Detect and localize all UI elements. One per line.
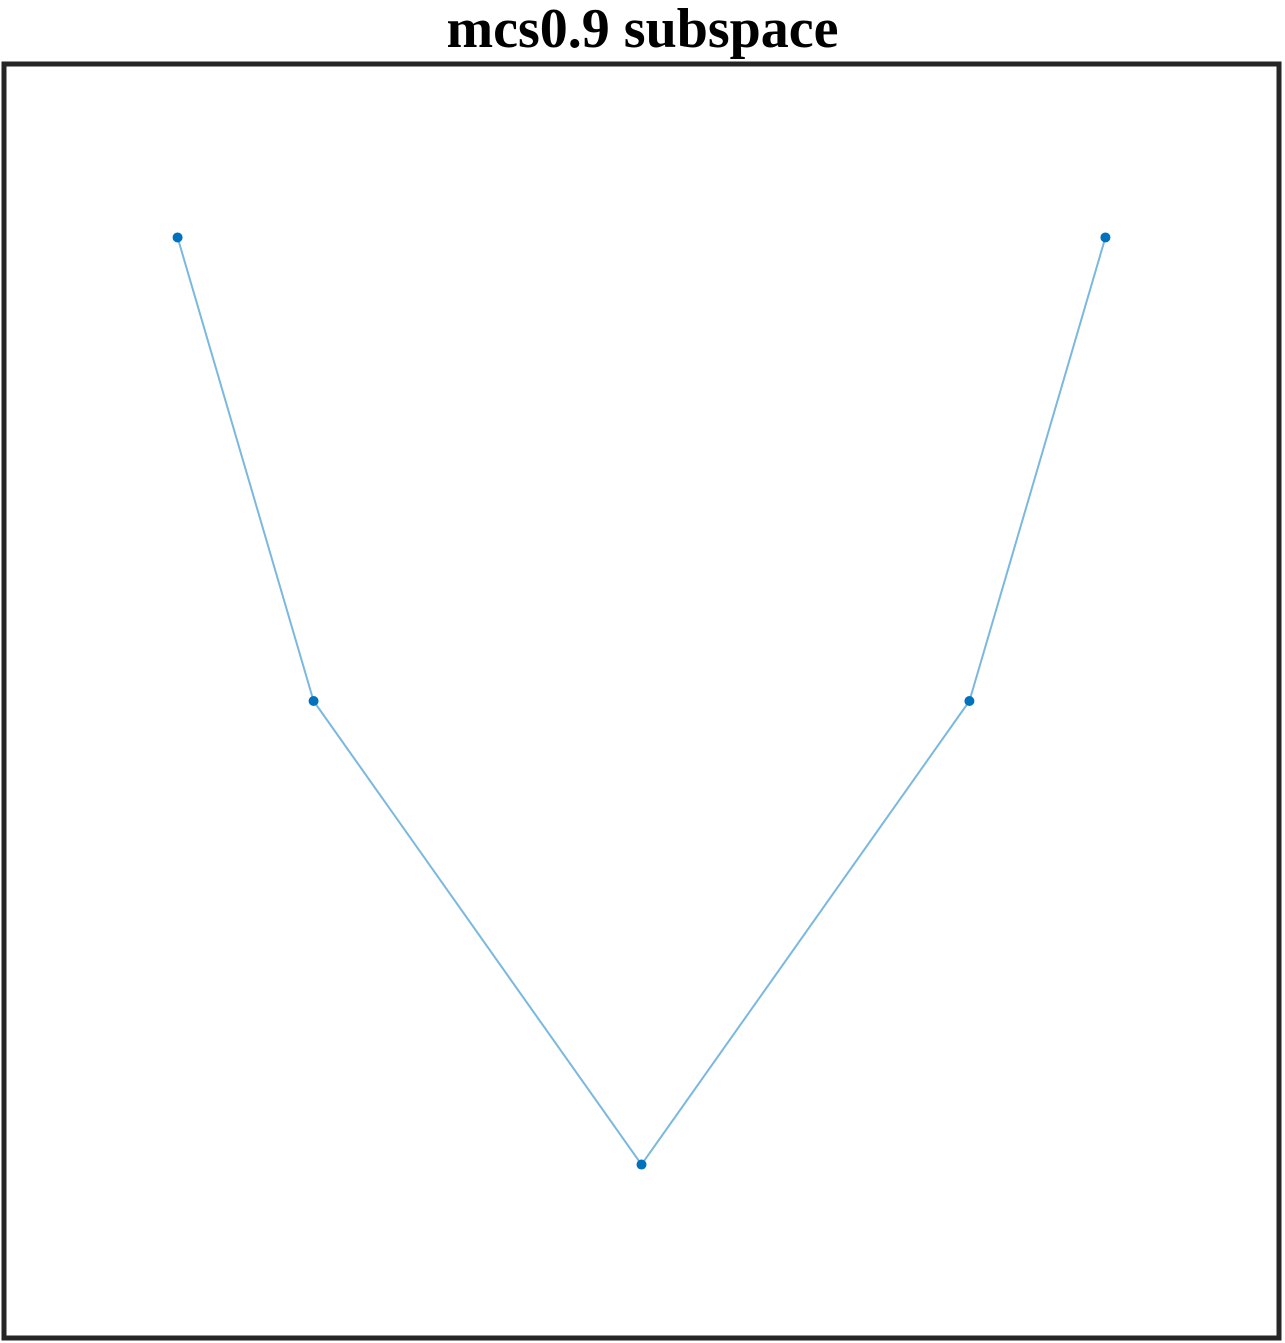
node-n2 bbox=[308, 696, 319, 706]
node-n4 bbox=[964, 696, 975, 706]
node-n3 bbox=[636, 1159, 647, 1170]
edges-layer bbox=[176, 237, 1107, 1166]
edge-n1-n2 bbox=[176, 237, 315, 702]
node-n1 bbox=[172, 232, 183, 243]
edge-n2-n3 bbox=[312, 700, 643, 1166]
edge-n3-n4 bbox=[640, 700, 971, 1166]
nodes-layer bbox=[172, 232, 1111, 1170]
plot-frame bbox=[1, 61, 1282, 1341]
edge-n4-n5 bbox=[968, 237, 1107, 702]
page-title: mcs0.9 subspace bbox=[446, 0, 839, 60]
node-n5 bbox=[1100, 232, 1111, 243]
